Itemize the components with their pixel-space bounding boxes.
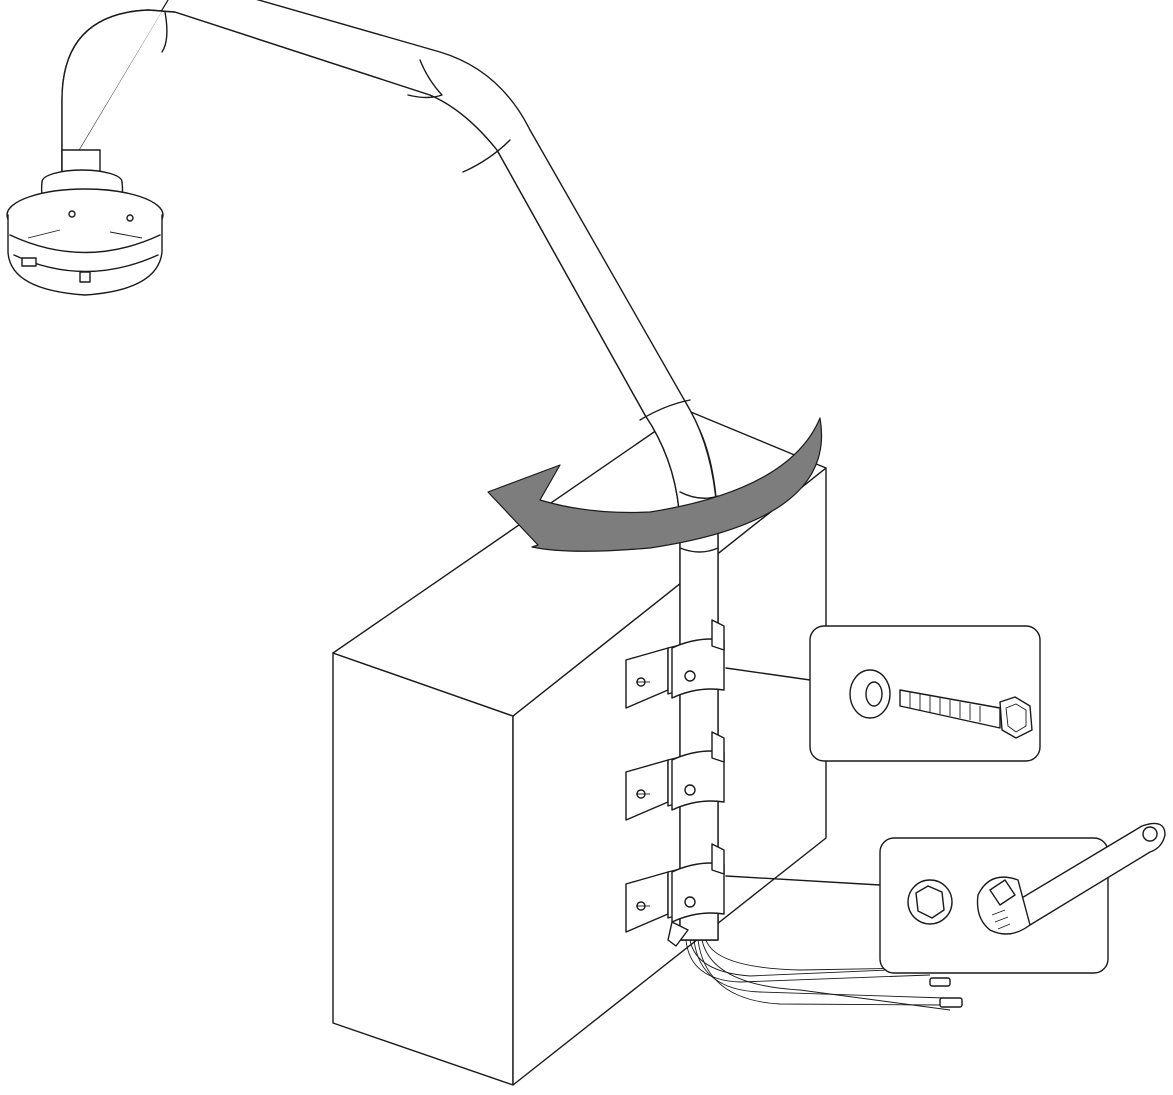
cable-bundle-icon — [685, 939, 963, 1011]
hex-bolt-icon — [899, 689, 1033, 739]
wrench-callout — [725, 822, 1166, 974]
rotation-arrow-icon — [487, 417, 823, 552]
bolt-callout — [725, 625, 1041, 762]
dome-camera-icon — [6, 149, 164, 296]
washer-icon — [849, 669, 891, 719]
hex-nut-icon — [907, 879, 953, 925]
adjustable-wrench-icon — [976, 822, 1166, 935]
pipe-clamp-icon — [625, 619, 725, 947]
gooseneck-pole-mount-icon — [61, 0, 719, 941]
